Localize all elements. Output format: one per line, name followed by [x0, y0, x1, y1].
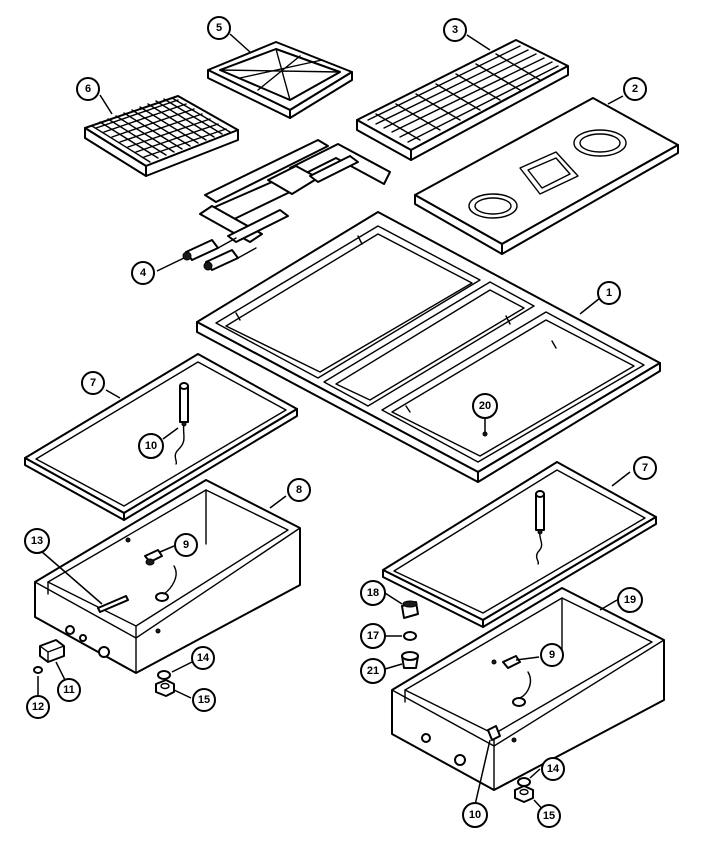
callout-14-left: 14	[191, 646, 215, 670]
svg-text:9: 9	[183, 539, 189, 551]
burner-assembly-part-4	[182, 139, 391, 271]
callout-1: 1	[597, 281, 621, 305]
callout-3: 3	[443, 18, 467, 42]
washer-left-part-14	[157, 670, 171, 680]
callout-19: 19	[617, 587, 643, 613]
callout-7-right: 7	[633, 456, 657, 480]
drip-pan-left-part-8	[34, 479, 301, 674]
callout-9-left: 9	[174, 533, 198, 557]
element-probe-left-part-10	[174, 382, 189, 465]
heating-element-plate-left-part-7	[24, 353, 298, 521]
washer-right-part-14	[517, 777, 531, 787]
svg-text:9: 9	[549, 649, 555, 661]
svg-text:7: 7	[642, 462, 648, 474]
cartridge-cover-part-2	[414, 97, 679, 255]
svg-text:13: 13	[31, 535, 43, 547]
callout-5: 5	[207, 16, 231, 40]
svg-text:10: 10	[145, 440, 157, 452]
leader-lines	[37, 33, 631, 814]
svg-text:4: 4	[140, 267, 147, 279]
callout-7-left: 7	[81, 371, 105, 395]
callout-2: 2	[623, 77, 647, 101]
svg-text:12: 12	[32, 701, 44, 713]
callout-6: 6	[76, 77, 100, 101]
bushing-part-18	[401, 600, 419, 619]
callout-4: 4	[131, 261, 155, 285]
svg-text:11: 11	[63, 684, 75, 696]
nut-right-part-15	[514, 785, 534, 803]
callout-15-left: 15	[192, 688, 216, 712]
burner-grate-part-5	[207, 41, 353, 119]
screw-part-12	[33, 666, 43, 674]
nut-left-part-15	[155, 679, 175, 697]
svg-text:14: 14	[547, 763, 560, 775]
drip-pan-right-part-19	[391, 587, 665, 791]
grill-element-part-3	[356, 39, 569, 161]
callout-13: 13	[24, 528, 50, 554]
svg-text:5: 5	[216, 22, 222, 34]
grill-grate-part-6	[84, 95, 239, 177]
callout-9-right: 9	[540, 643, 564, 667]
svg-text:15: 15	[198, 694, 210, 706]
callout-10-right: 10	[462, 802, 488, 828]
svg-text:21: 21	[367, 665, 379, 677]
svg-text:2: 2	[632, 83, 638, 95]
callout-8: 8	[287, 478, 311, 502]
svg-text:14: 14	[197, 652, 210, 664]
heating-element-plate-right-part-7	[382, 461, 657, 628]
svg-text:6: 6	[85, 83, 91, 95]
cooktop-frame-part-1	[196, 211, 661, 483]
svg-text:7: 7	[90, 377, 96, 389]
collar-part-21	[401, 651, 419, 669]
svg-text:8: 8	[296, 484, 302, 496]
callout-10-left: 10	[138, 433, 164, 459]
svg-text:3: 3	[452, 24, 458, 36]
svg-text:15: 15	[543, 810, 555, 822]
svg-text:20: 20	[479, 400, 491, 412]
callout-14-right: 14	[541, 757, 565, 781]
callout-11: 11	[57, 678, 81, 702]
callout-21: 21	[360, 658, 386, 684]
callout-18: 18	[360, 580, 386, 606]
svg-text:19: 19	[624, 594, 636, 606]
terminal-block-part-11	[39, 639, 65, 663]
svg-text:1: 1	[606, 287, 612, 299]
svg-text:10: 10	[469, 809, 481, 821]
callout-20: 20	[472, 393, 498, 419]
screw-part-20	[482, 431, 488, 437]
element-probe-right-part-10	[535, 490, 545, 565]
svg-text:17: 17	[367, 630, 379, 642]
ring-part-17	[403, 631, 417, 641]
callout-12: 12	[26, 695, 50, 719]
svg-text:18: 18	[367, 587, 379, 599]
callout-15-right: 15	[537, 804, 561, 828]
callout-17: 17	[360, 623, 386, 649]
